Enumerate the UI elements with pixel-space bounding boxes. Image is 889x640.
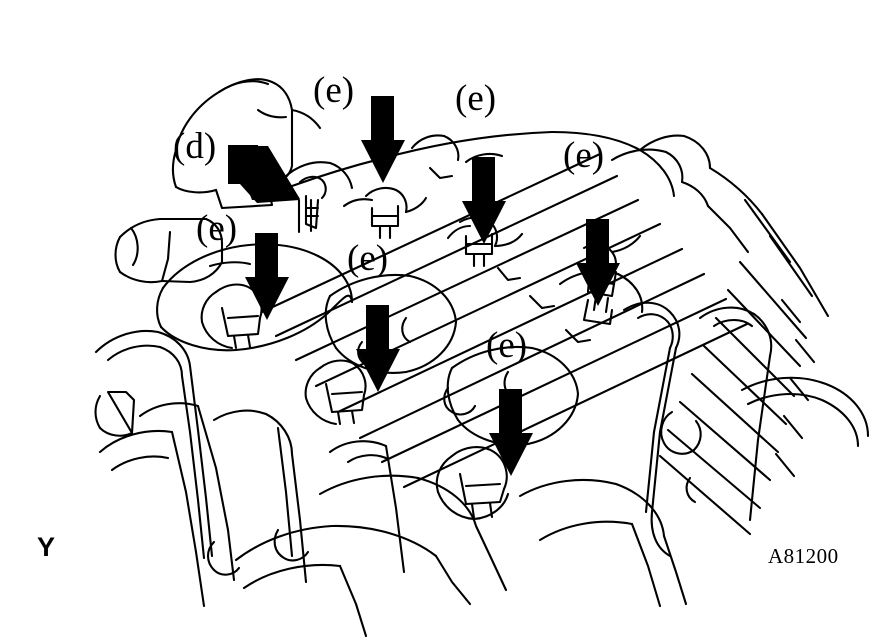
callout-label-e4: (e)	[196, 208, 238, 249]
figure-reference-code: A81200	[768, 544, 839, 568]
callout-label-e1: (e)	[313, 70, 355, 111]
view-letter: Y	[37, 532, 56, 562]
callout-label-e6: (e)	[486, 325, 528, 366]
callout-label-e5: (e)	[347, 238, 389, 279]
callout-label-e2: (e)	[455, 78, 497, 119]
callout-label-e3: (e)	[563, 135, 605, 176]
callout-label-d1: (d)	[173, 126, 217, 167]
